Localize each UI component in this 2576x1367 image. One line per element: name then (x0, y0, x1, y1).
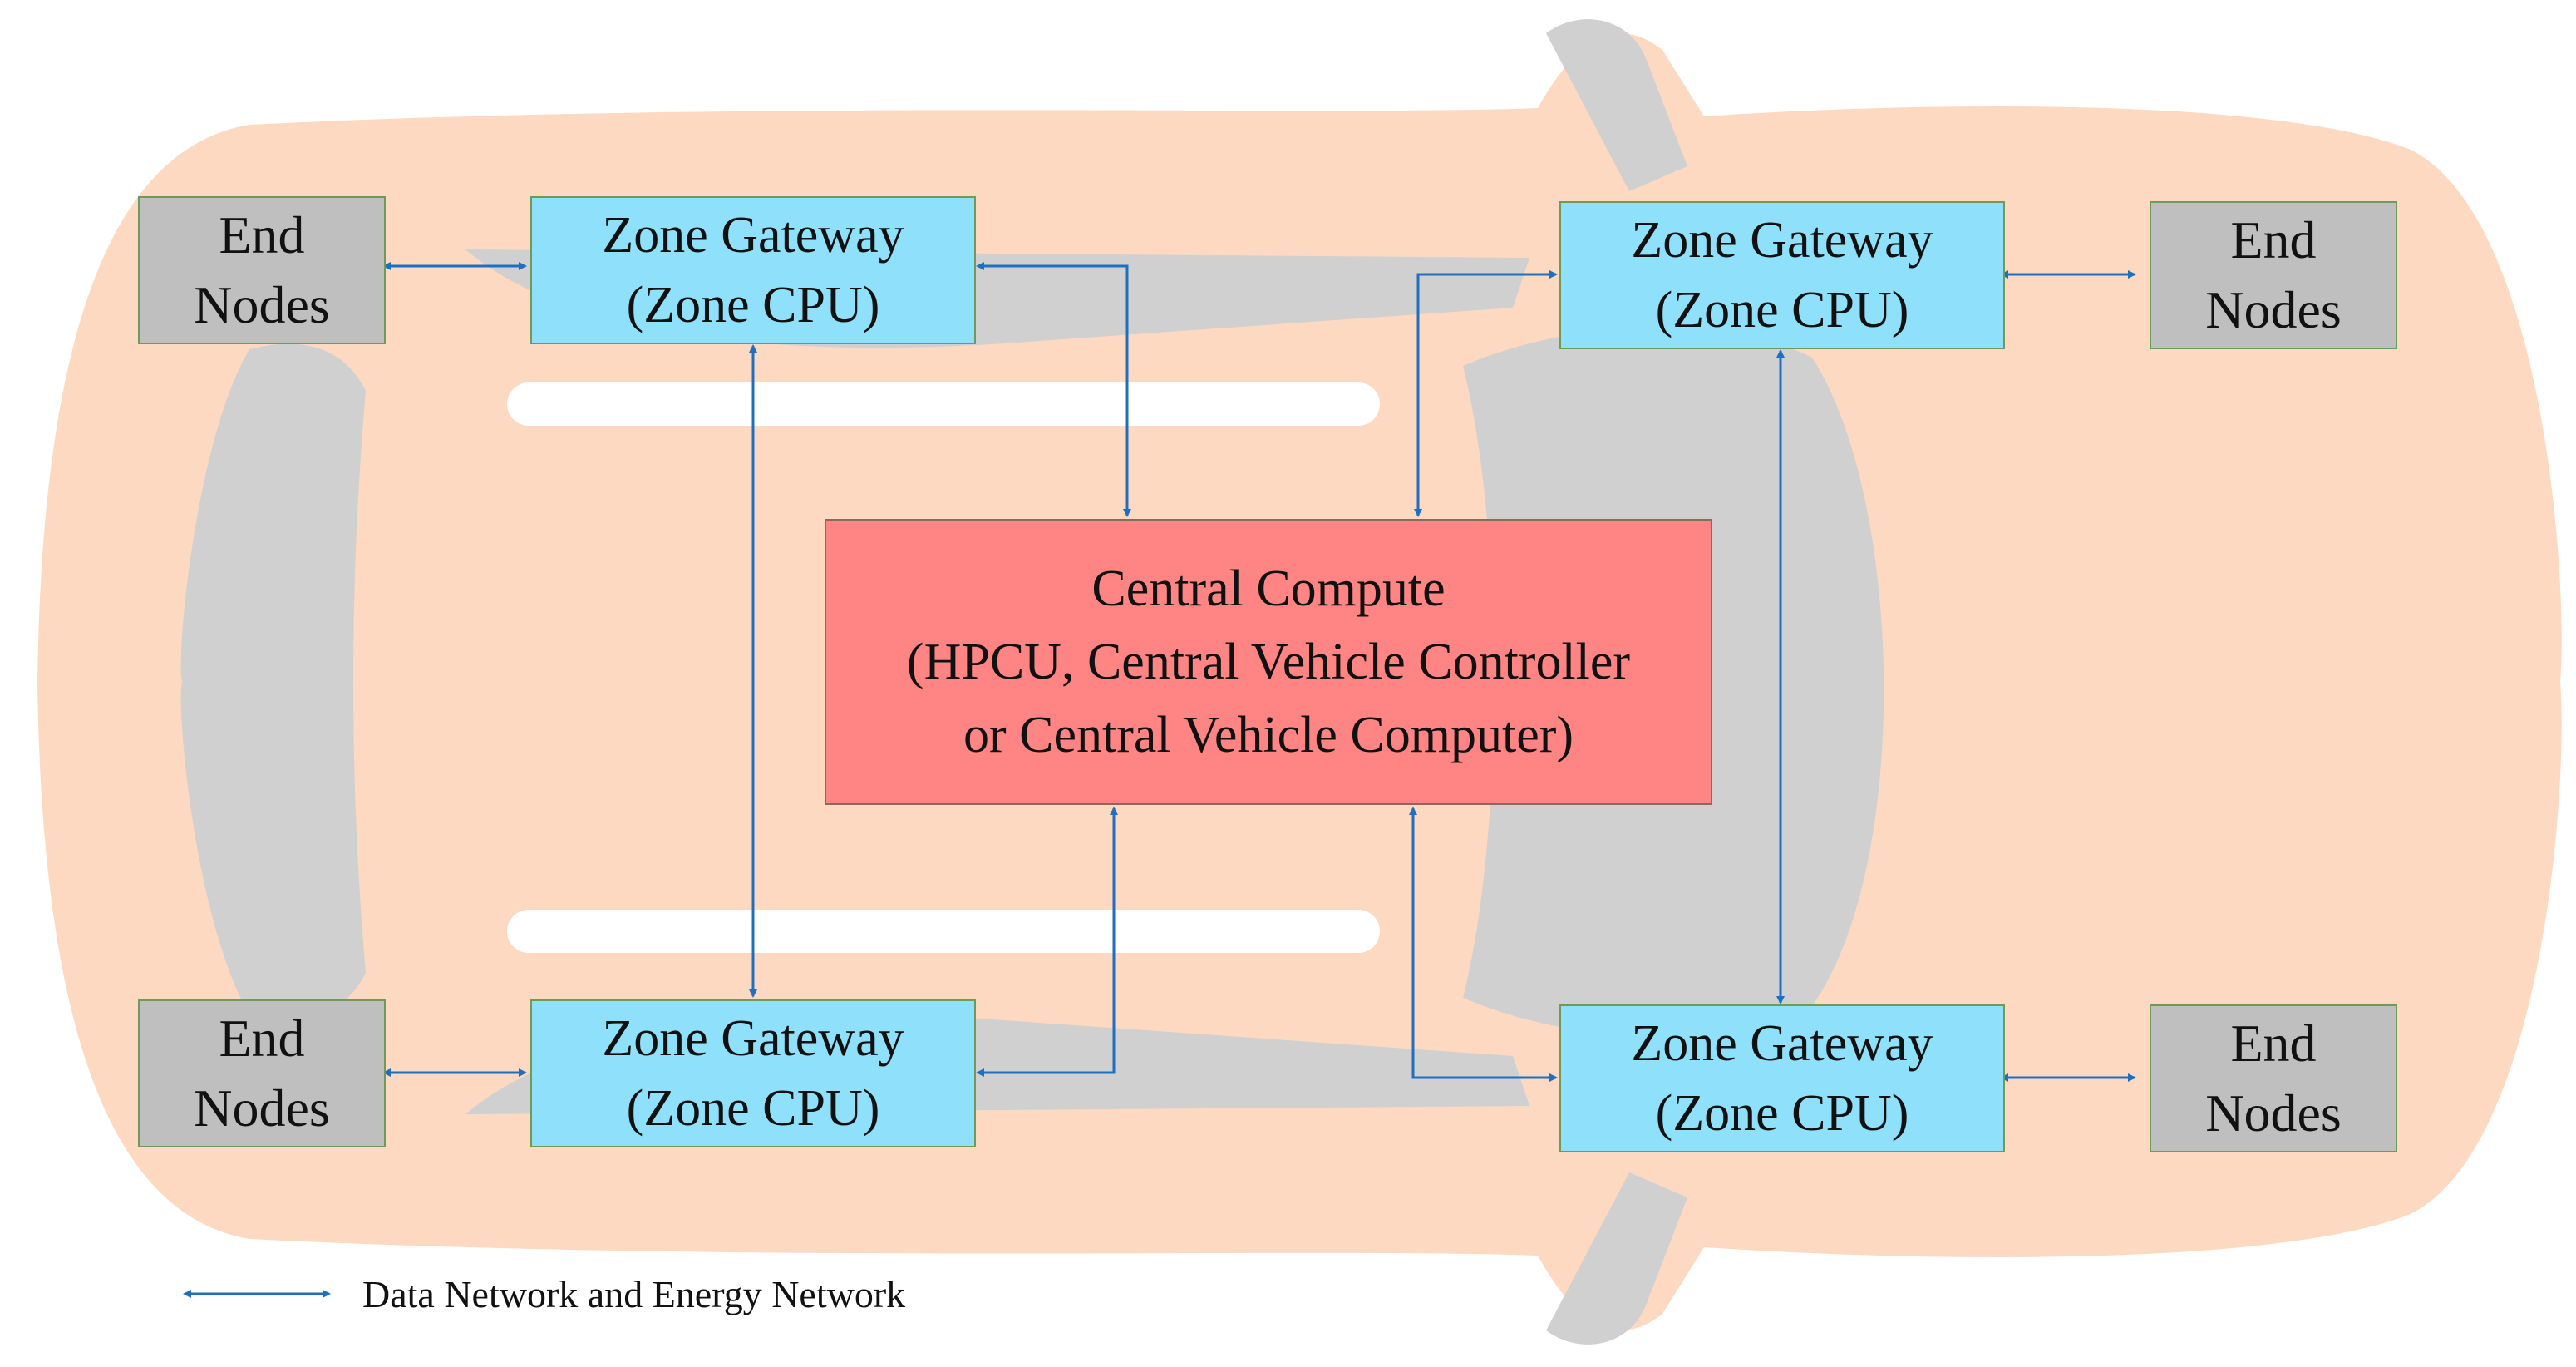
end-nodes-front-right: End Nodes (2150, 201, 2397, 349)
end-nodes-rear-right: End Nodes (2150, 1004, 2397, 1152)
end-nodes-rear-left: End Nodes (138, 999, 386, 1147)
end-nodes-label-2: Nodes (2205, 1083, 2342, 1142)
link-zone-top-right-central (1414, 270, 1558, 517)
end-nodes-label-2: Nodes (194, 275, 330, 334)
zone-gateway-subtitle: (Zone CPU) (626, 277, 880, 333)
mirror-top (1546, 19, 1687, 191)
door-strip-bottom (507, 910, 1380, 953)
zone-gateway-bottom-right: Zone Gateway (Zone CPU) (1559, 1004, 2005, 1152)
zone-gateway-subtitle: (Zone CPU) (1655, 1085, 1909, 1142)
zone-gateway-title: Zone Gateway (602, 1010, 904, 1067)
link-zone-bottom-left-central (976, 807, 1118, 1077)
zone-gateway-top-left: Zone Gateway (Zone CPU) (530, 196, 976, 344)
central-compute-subtitle-2: or Central Vehicle Computer) (963, 707, 1574, 763)
end-nodes-label-1: End (2230, 210, 2317, 269)
zone-gateway-title: Zone Gateway (602, 207, 904, 264)
zone-gateway-subtitle: (Zone CPU) (626, 1080, 880, 1137)
central-compute-title: Central Compute (1091, 560, 1446, 617)
zone-gateway-top-right: Zone Gateway (Zone CPU) (1559, 201, 2005, 349)
end-nodes-label-1: End (2230, 1014, 2317, 1073)
zone-gateway-title: Zone Gateway (1631, 212, 1933, 269)
link-zone-bottom-right-central (1409, 807, 1558, 1082)
legend-label: Data Network and Energy Network (362, 1273, 906, 1315)
end-nodes-label-2: Nodes (2205, 280, 2342, 339)
mirror-bottom (1546, 1172, 1687, 1345)
link-zone-top-left-central (976, 262, 1131, 517)
end-nodes-label-2: Nodes (194, 1078, 330, 1138)
central-compute-subtitle-1: (HPCU, Central Vehicle Controller (906, 634, 1631, 690)
end-nodes-label-1: End (219, 1009, 305, 1068)
end-nodes-label-1: End (219, 205, 305, 264)
rear-window (180, 343, 366, 1020)
door-strip-top (507, 382, 1380, 426)
zone-gateway-bottom-left: Zone Gateway (Zone CPU) (530, 999, 976, 1147)
end-nodes-front-left: End Nodes (138, 196, 386, 344)
zone-gateway-title: Zone Gateway (1631, 1015, 1933, 1072)
zone-gateway-subtitle: (Zone CPU) (1655, 282, 1909, 338)
central-compute: Central Compute (HPCU, Central Vehicle C… (825, 519, 1712, 805)
